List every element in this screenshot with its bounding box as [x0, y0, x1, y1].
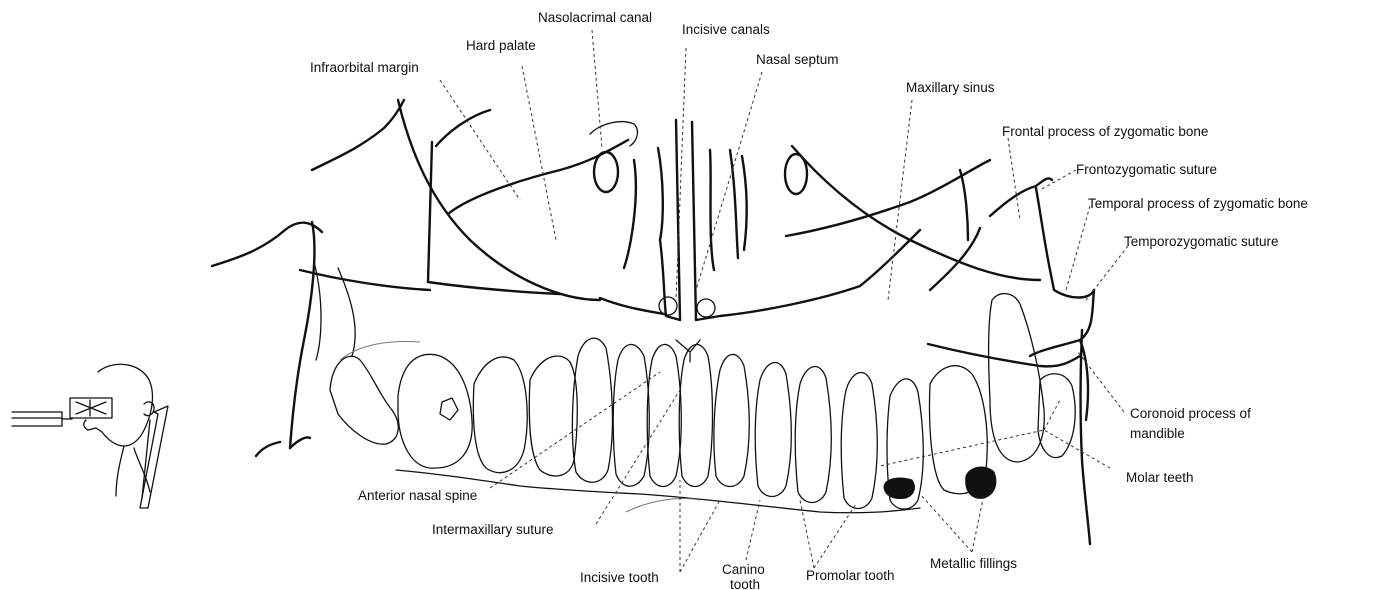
tooth-pulp — [440, 398, 458, 420]
metallic-filling-right — [966, 467, 996, 498]
label-hard-palate: Hard palate — [466, 38, 536, 53]
label-premolar-tooth: Promolar tooth — [806, 568, 895, 583]
label-incisive-canals: Incisive canals — [682, 22, 770, 37]
left-zygoma-outline — [212, 223, 322, 266]
label-infraorbital-margin: Infraorbital margin — [310, 60, 419, 75]
label-nasolacrimal-canal: Nasolacrimal canal — [538, 10, 652, 25]
incisive-canal-left — [659, 297, 677, 315]
label-frontal-process: Frontal process of zygomatic bone — [1002, 124, 1208, 139]
label-canine-tooth: Canino — [722, 562, 765, 577]
metallic-filling-left — [884, 478, 914, 499]
nasal-septum-outline — [676, 120, 696, 320]
incisive-canal-right — [697, 299, 715, 317]
label-temporal-process: Temporal process of zygomatic bone — [1088, 196, 1308, 211]
teeth-row — [330, 294, 1075, 513]
label-anterior-nasal-spine: Anterior nasal spine — [358, 488, 477, 503]
bone-outlines — [212, 100, 1094, 544]
label-coronoid-process: Coronoid process of — [1130, 406, 1251, 421]
tooth-outline — [330, 356, 398, 444]
nasolacrimal-canal-right — [785, 154, 807, 194]
label-intermaxillary-suture: Intermaxillary suture — [432, 522, 554, 537]
label-maxillary-sinus: Maxillary sinus — [906, 80, 995, 95]
nasolacrimal-canal-left — [594, 152, 618, 192]
left-infraorbital-outline — [312, 100, 404, 170]
label-frontozygomatic-suture: Frontozygomatic suture — [1076, 162, 1217, 177]
label-metallic-fillings: Metallic fillings — [930, 556, 1017, 571]
label-canine-tooth-line2: tooth — [730, 577, 760, 590]
label-molar-teeth: Molar teeth — [1126, 470, 1194, 485]
right-infraorbital-outline — [792, 146, 1040, 280]
patient-positioning-icon — [12, 364, 168, 508]
label-coronoid-process-mandible: mandible — [1130, 426, 1185, 441]
right-zygoma-outline — [990, 178, 1052, 216]
anterior-nasal-spine — [676, 340, 700, 362]
label-temporozygomatic-suture: Temporozygomatic suture — [1124, 234, 1279, 249]
label-incisive-tooth: Incisive tooth — [580, 570, 659, 585]
label-nasal-septum: Nasal septum — [756, 52, 839, 67]
